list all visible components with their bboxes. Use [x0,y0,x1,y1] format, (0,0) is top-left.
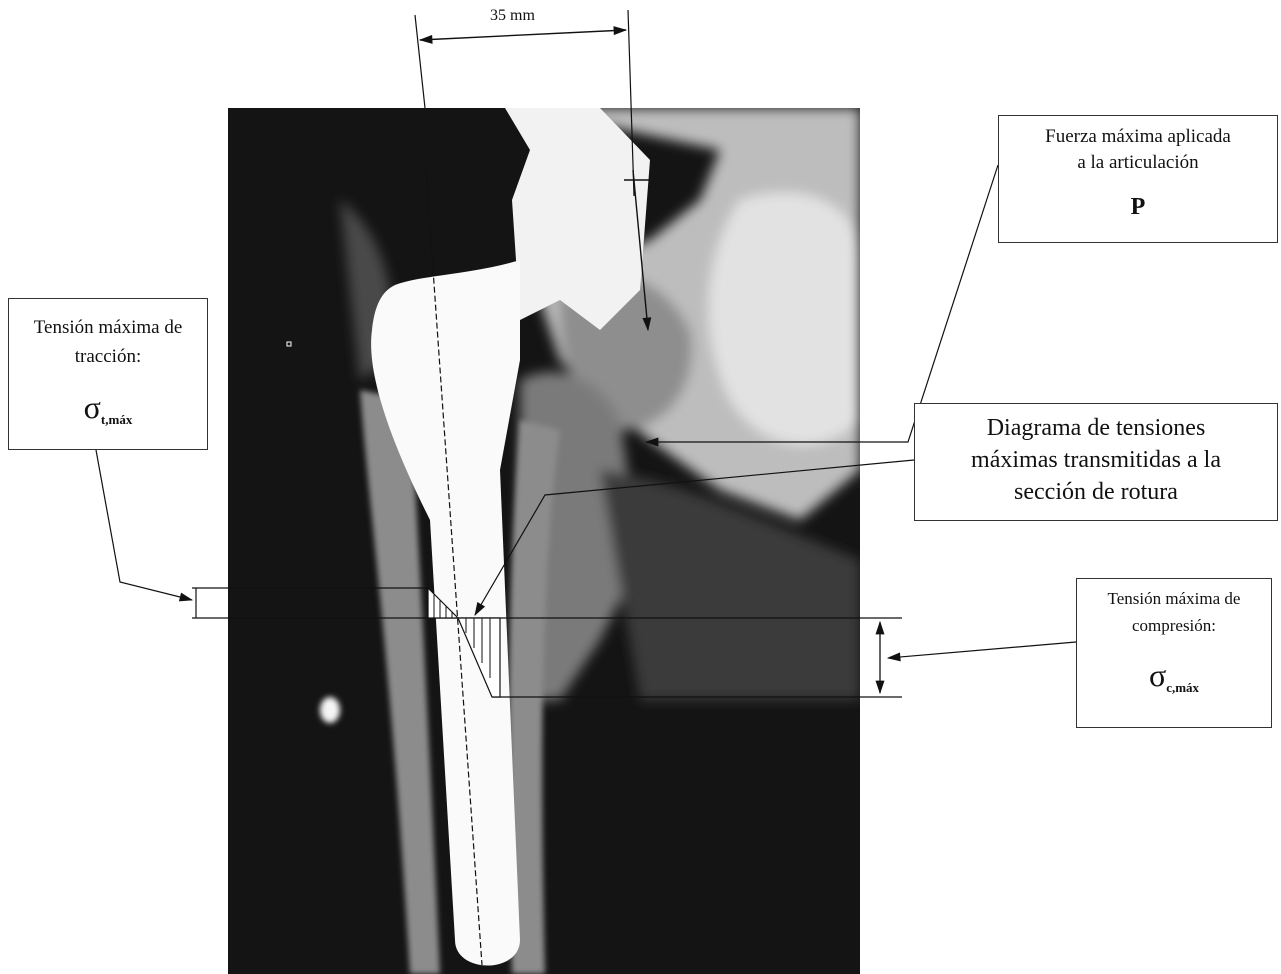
sigma-t-symbol: σt,máx [9,391,207,426]
implant-head [505,108,650,330]
sigma-c-symbol: σc,máx [1077,659,1271,694]
diagrama-line1: Diagrama de tensiones [915,412,1277,444]
leader-traccion [96,450,192,600]
label-box-compresion: Tensión máxima de compresión: σc,máx [1076,578,1272,728]
force-symbol: P [999,194,1277,220]
traccion-line2: tracción: [9,342,207,371]
diagrama-line3: sección de rotura [915,476,1277,508]
label-box-diagrama: Diagrama de tensiones máximas transmitid… [914,403,1278,521]
diagrama-line2: máximas transmitidas a la [915,444,1277,476]
dimension-arrow [420,30,626,40]
fuerza-line1: Fuerza máxima aplicada [999,124,1277,150]
compresion-line2: compresión: [1077,612,1271,639]
label-box-traccion: Tensión máxima de tracción: σt,máx [8,298,208,450]
fuerza-line2: a la articulación [999,150,1277,176]
label-box-fuerza: Fuerza máxima aplicada a la articulación… [998,115,1278,243]
traccion-line1: Tensión máxima de [9,313,207,342]
xray-image [228,108,860,974]
compresion-line1: Tensión máxima de [1077,585,1271,612]
dimension-label: 35 mm [490,7,535,25]
leader-compresion [888,642,1076,658]
